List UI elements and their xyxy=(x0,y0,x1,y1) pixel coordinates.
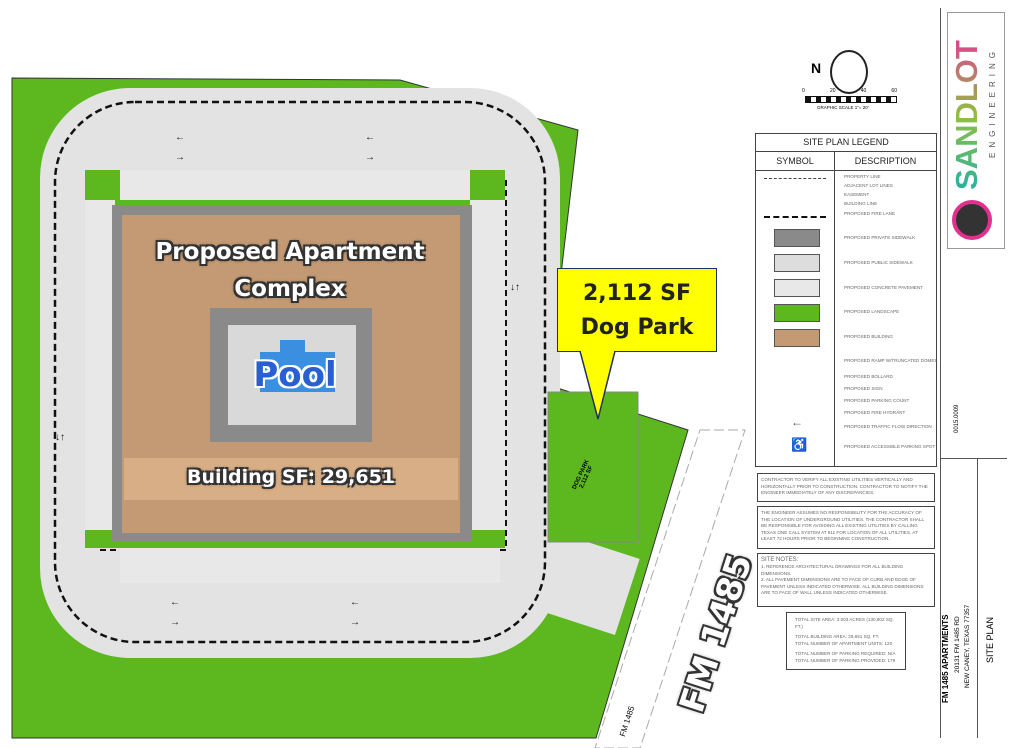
building-sf-band xyxy=(124,458,458,500)
legend-item: PROPOSED FIRE LANE xyxy=(844,211,896,216)
fm-1485-road xyxy=(594,429,746,748)
legend-item: EASEMENT xyxy=(844,192,870,197)
property-line-symbol xyxy=(764,178,826,179)
total-line: TOTAL BUILDING AREA: 29,651 SQ. FT. xyxy=(795,634,880,639)
legend-title: SITE PLAN LEGEND xyxy=(756,134,936,152)
svg-text:←: ← xyxy=(175,132,185,143)
legend-item: PROPERTY LINE xyxy=(844,174,881,179)
legend-divider xyxy=(834,170,835,466)
total-line: TOTAL NUMBER OF APARTMENT UNITS: 120 xyxy=(795,640,893,646)
parking-bay xyxy=(85,200,115,530)
scale-label: GRAPHIC SCALE 1"= 20' xyxy=(817,105,869,110)
graphic-scale-bar xyxy=(805,96,897,103)
engineer-note: THE ENGINEER ASSUMES NO RESPONSIBILITY F… xyxy=(757,506,935,549)
svg-text:→: → xyxy=(350,617,360,628)
scale-tick: 40 xyxy=(860,88,867,94)
svg-text:→: → xyxy=(365,152,375,163)
scale-tick: 20 xyxy=(829,88,836,94)
concrete-swatch xyxy=(774,279,820,297)
legend-item: ADJACENT LOT LINES xyxy=(844,183,893,188)
total-line: TOTAL NUMBER OF PARKING REQUIRED: N/A xyxy=(795,651,896,656)
svg-text:↓↑: ↓↑ xyxy=(55,432,65,443)
svg-text:→: → xyxy=(170,617,180,628)
public-sidewalk-swatch xyxy=(774,254,820,272)
legend-item: PROPOSED BOLLARD xyxy=(844,374,893,379)
legend-item: PROPOSED TRAFFIC FLOW DIRECTION xyxy=(844,424,932,429)
title-divider xyxy=(977,458,978,738)
landscape-swatch xyxy=(774,304,820,322)
site-note: 1. REFERENCE ARCHITECTURAL DRAWINGS FOR … xyxy=(761,564,904,576)
building-title-line2: Complex xyxy=(234,276,346,302)
scale-tick: 60 xyxy=(891,88,897,94)
legend-item: PROPOSED PUBLIC SIDEWALK xyxy=(844,260,913,265)
legend-item: PROPOSED PARKING COUNT xyxy=(844,398,910,403)
legend-col-description: DESCRIPTION xyxy=(854,156,917,166)
site-plan-legend: SITE PLAN LEGEND SYMBOL DESCRIPTION ← ♿ P… xyxy=(755,133,938,467)
scale-tick: 0 xyxy=(802,88,805,94)
legend-item: PROPOSED LANDSCAPE xyxy=(844,309,900,314)
parking-bay xyxy=(120,170,470,200)
pool-label: Pool xyxy=(253,355,337,395)
pool xyxy=(260,352,335,392)
dog-park-callout: 2,112 SF Dog Park xyxy=(557,268,717,352)
legend-item: PROPOSED PRIVATE SIDEWALK xyxy=(844,235,916,240)
legend-item: PROPOSED FIRE HYDRANT xyxy=(844,410,906,415)
callout-pointer xyxy=(579,351,616,420)
private-sidewalk-swatch xyxy=(774,229,820,247)
traffic-arrows: ← ← → → ↓↑ ↓↑ ← ← → → xyxy=(55,132,520,628)
site-notes-title: SITE NOTES: xyxy=(761,557,799,563)
callout-line2: Dog Park xyxy=(580,315,694,340)
sheet-title: SITE PLAN xyxy=(985,616,995,663)
fire-lane-symbol xyxy=(764,216,826,218)
sandlot-logo: SANDLOT xyxy=(949,40,984,190)
total-line: TOTAL SITE AREA: 3.003 ACRES (130,802 SQ… xyxy=(795,617,894,629)
legend-item: PROPOSED ACCESSIBLE PARKING SPOT xyxy=(844,444,936,449)
svg-text:↓↑: ↓↑ xyxy=(510,282,520,293)
building-title: Proposed Apartment Complex xyxy=(120,234,460,308)
dog-park xyxy=(547,391,639,543)
callout-line1: 2,112 SF xyxy=(582,281,692,306)
job-number: 0015.0009 xyxy=(954,404,960,433)
pool-step xyxy=(280,340,305,355)
north-arrow: N 0 20 40 60 GRAPHIC SCALE 1"= 20' xyxy=(802,38,897,128)
driveway-exit xyxy=(510,524,640,636)
legend-item: PROPOSED SIGN xyxy=(844,386,883,391)
site-note: 2. ALL PAVEMENT DIMENSIONS ARE TO FACE O… xyxy=(761,577,924,595)
svg-text:←: ← xyxy=(170,597,180,608)
utility-note: CONTRACTOR TO VERIFY ALL EXISTING UTILIT… xyxy=(757,473,935,502)
project-name: FM 1485 APARTMENTS xyxy=(941,614,950,703)
svg-text:←: ← xyxy=(350,597,360,608)
svg-text:←: ← xyxy=(365,132,375,143)
scale-ticks: 0 20 40 60 xyxy=(802,88,897,94)
parking-bay xyxy=(470,200,505,530)
legend-item: PROPOSED BUILDING xyxy=(844,334,894,339)
logo-subtitle: ENGINEERING xyxy=(988,46,997,158)
site-plan-drawing: ← ← → → ↓↑ ↓↑ ← ← → → xyxy=(11,77,746,748)
legend-item: PROPOSED RAMP W/TRUNCATED DOMES xyxy=(844,358,938,363)
legend-item: PROPOSED CONCRETE PAVEMENT xyxy=(844,285,923,290)
logo-frame xyxy=(947,12,1005,249)
parking-bay xyxy=(120,548,500,583)
building-title-line1: Proposed Apartment xyxy=(155,239,425,265)
title-divider xyxy=(941,458,1007,459)
title-block: SANDLOT ENGINEERING 0015.0009 FM 1485 AP… xyxy=(940,8,1007,738)
building-sf-label: Building SF: 29,651 xyxy=(186,466,396,488)
arrow-left-icon: ← xyxy=(791,415,803,429)
logo-mark-icon xyxy=(952,200,992,240)
legend-col-symbol: SYMBOL xyxy=(756,152,835,170)
building-swatch xyxy=(774,329,820,347)
svg-text:→: → xyxy=(175,152,185,163)
north-letter: N xyxy=(811,60,822,76)
site-totals: TOTAL SITE AREA: 3.003 ACRES (130,802 SQ… xyxy=(786,612,906,670)
accessible-icon: ♿ xyxy=(791,437,808,452)
site-notes: SITE NOTES:1. REFERENCE ARCHITECTURAL DR… xyxy=(757,553,935,607)
total-line: TOTAL NUMBER OF PARKING PROVIDED: 179 xyxy=(795,657,896,663)
address-line2: NEW CANEY, TEXAS 77357 xyxy=(964,604,971,688)
dashed-fire-lane xyxy=(53,100,547,644)
legend-item: BUILDING LINE xyxy=(844,201,878,206)
address-line1: 20131 FM 1485 RD xyxy=(954,616,961,673)
compass-icon xyxy=(830,50,868,94)
